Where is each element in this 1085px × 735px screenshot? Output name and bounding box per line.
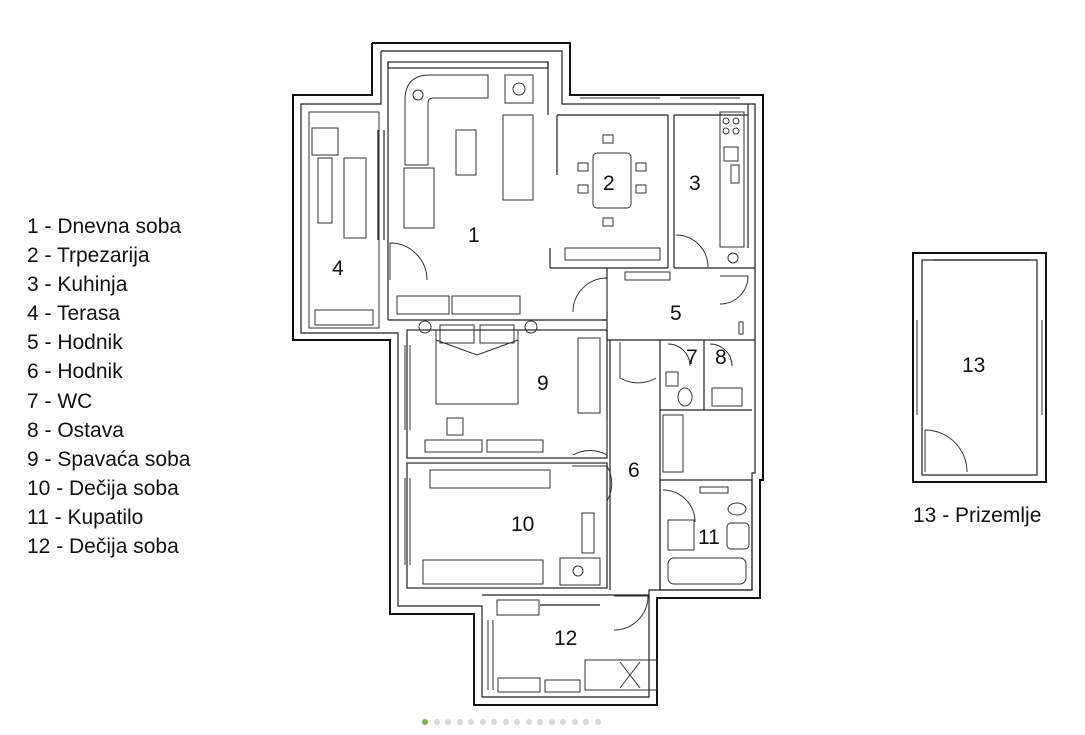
legend-item: 10 - Dečija soba — [27, 476, 179, 500]
doors — [389, 234, 749, 631]
legend-item: 6 - Hodnik — [27, 360, 123, 384]
room-label-1: 1 — [468, 224, 480, 247]
carousel-dot[interactable] — [537, 719, 543, 725]
outer-walls — [292, 42, 764, 706]
carousel-dot[interactable] — [583, 719, 589, 725]
room-label-10: 10 — [511, 513, 534, 536]
carousel-dot[interactable] — [479, 719, 486, 725]
room-label-9: 9 — [537, 372, 549, 395]
room-label-6: 6 — [628, 459, 640, 482]
room-label-8: 8 — [715, 346, 727, 369]
room-label-7: 7 — [686, 346, 698, 369]
legend-item: 8 - Ostava — [27, 418, 124, 442]
furniture — [308, 74, 750, 693]
room-label-11: 11 — [698, 526, 720, 549]
room-label-2: 2 — [603, 172, 615, 195]
carousel-dot[interactable] — [468, 719, 474, 725]
carousel-dot[interactable] — [514, 719, 520, 725]
carousel-dot[interactable] — [594, 719, 601, 725]
carousel-dot[interactable] — [502, 719, 509, 725]
legend-item: 7 - WC — [27, 389, 93, 413]
room-legend: 1 - Dnevna soba 2 - Trpezarija 3 - Kuhin… — [27, 212, 190, 561]
carousel-dot[interactable] — [491, 719, 497, 725]
interior-walls — [377, 61, 755, 606]
carousel-dot[interactable] — [445, 719, 451, 725]
room-label-12: 12 — [554, 627, 577, 650]
room-label-3: 3 — [689, 172, 701, 195]
room-label-4: 4 — [332, 257, 344, 280]
legend-item: 5 - Hodnik — [27, 331, 123, 355]
carousel-dot[interactable] — [571, 719, 578, 725]
legend-item: 1 - Dnevna soba — [27, 215, 182, 238]
room-label-5: 5 — [670, 302, 682, 325]
legend-item: 2 - Trpezarija — [27, 244, 150, 268]
carousel-dot[interactable] — [525, 719, 532, 725]
room-label-13: 13 — [962, 354, 985, 377]
carousel-pagination — [422, 719, 601, 725]
ground-floor-caption: 13 - Prizemlje — [913, 504, 1042, 527]
legend-item: 11 - Kupatilo — [27, 505, 144, 529]
carousel-dot[interactable] — [548, 719, 555, 725]
legend-item: 3 - Kuhinja — [27, 273, 128, 297]
carousel-dot[interactable] — [433, 719, 440, 725]
windows — [404, 97, 740, 690]
carousel-dot[interactable] — [560, 719, 566, 725]
legend-item: 4 - Terasa — [27, 302, 120, 326]
carousel-dot[interactable] — [422, 719, 428, 725]
legend-item: 12 - Dečija soba — [27, 535, 179, 559]
ground-floor-plan — [912, 252, 1047, 483]
legend-item: 9 - Spavaća soba — [27, 447, 191, 471]
carousel-dot[interactable] — [456, 719, 463, 725]
